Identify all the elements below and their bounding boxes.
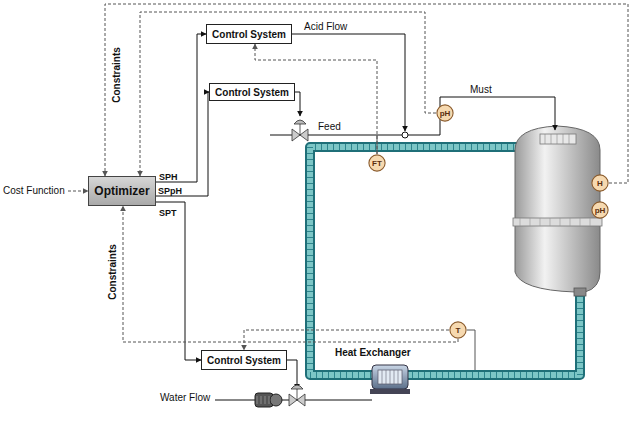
setpoint-label: SPH	[159, 172, 178, 182]
ph-sensor: pH	[591, 201, 609, 219]
fermentation-tank	[513, 126, 602, 296]
signal-connector	[105, 4, 628, 183]
setpoint-label: SPpH	[158, 186, 182, 196]
node-text: Control System	[207, 355, 281, 366]
water-valve	[289, 385, 305, 406]
temperature-sensor: T	[449, 321, 467, 339]
node-text: pH	[595, 206, 606, 215]
input-label: Cost Function	[3, 185, 65, 196]
stream-label: Feed	[318, 121, 341, 132]
node-text: Optimizer	[94, 184, 149, 198]
optimizer-box: Optimizer	[88, 176, 156, 206]
setpoint-label: SPT	[159, 208, 177, 218]
node-text: Control System	[215, 87, 289, 98]
setpoint-connector	[156, 202, 201, 360]
constraints-label: Constraints	[111, 47, 122, 103]
control-system-box: Control System	[201, 350, 287, 370]
setpoint-connector	[156, 34, 206, 182]
control-system-box: Control System	[206, 24, 292, 44]
feed-valve	[292, 120, 308, 141]
node-text: FT	[372, 159, 382, 168]
control-system-box: Control System	[209, 83, 295, 101]
level-sensor: H	[591, 174, 609, 192]
ph-sensor: pH	[436, 104, 454, 122]
water-pump	[255, 393, 282, 407]
node-text: H	[597, 179, 603, 188]
stream-label: Acid Flow	[304, 21, 347, 32]
node-text: T	[456, 326, 461, 335]
node-text: Control System	[212, 29, 286, 40]
flow-transmitter: FT	[368, 154, 386, 172]
signal-connector	[140, 12, 436, 176]
stream-label: Water Flow	[160, 392, 210, 403]
heat-exchanger	[370, 365, 410, 394]
constraints-label: Constraints	[107, 244, 118, 300]
mixing-junction	[402, 132, 408, 138]
signal-connector	[123, 206, 458, 342]
stream-label: Must	[470, 84, 492, 95]
node-text: pH	[440, 109, 451, 118]
process-lines	[68, 34, 555, 400]
setpoint-connector	[156, 92, 209, 196]
equipment-label: Heat Exchanger	[335, 347, 411, 358]
